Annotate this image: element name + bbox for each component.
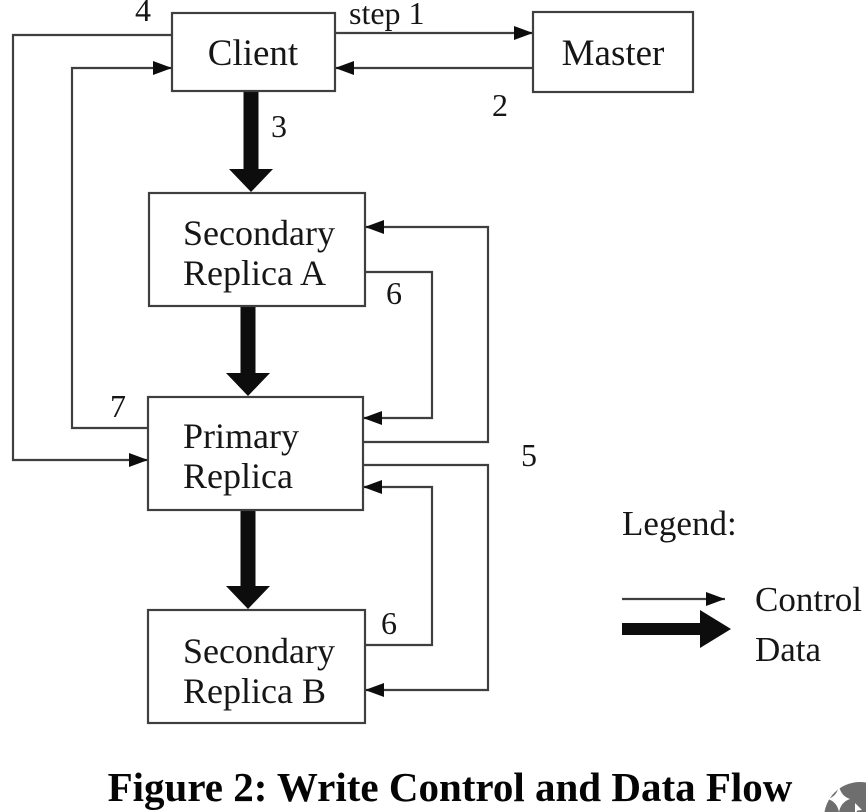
edge-label-step2: 2 — [492, 87, 508, 123]
arrow-step5-primary-to-secondary-b — [363, 463, 490, 697]
cursor-icon — [855, 803, 862, 812]
legend: Legend: Control Data — [622, 504, 862, 669]
edge-label-step1: step 1 — [349, 0, 425, 31]
node-secondary-a-label-line1: Secondary — [183, 213, 335, 253]
legend-title: Legend: — [622, 504, 737, 543]
arrow-step6-secondary-b-to-primary — [363, 480, 434, 647]
arrow-step7-primary-to-client — [70, 61, 172, 430]
node-secondary-b-label-line2: Replica B — [183, 671, 326, 711]
data-arrow-primary-to-secondary-b — [226, 509, 270, 609]
sparkle-icon — [828, 786, 850, 812]
assistant-badge-button[interactable] — [824, 782, 866, 812]
data-arrow-secondary-a-to-primary — [226, 305, 270, 396]
arrow-step5-primary-to-secondary-a — [363, 220, 490, 444]
node-primary-label-line1: Primary — [183, 416, 299, 456]
node-secondary-b-label-line1: Secondary — [183, 631, 335, 671]
edge-label-step5: 5 — [521, 437, 537, 473]
node-client-label: Client — [208, 33, 299, 74]
edge-label-step3: 3 — [271, 108, 287, 144]
edge-label-step6-lower: 6 — [381, 605, 397, 641]
edge-label-step6-upper: 6 — [386, 275, 402, 311]
node-secondary-a-label-line2: Replica A — [183, 253, 326, 293]
data-arrow-client-to-secondary-a — [229, 90, 273, 192]
legend-data-arrow-icon — [622, 610, 731, 648]
node-secondary-replica-b-box — [146, 608, 367, 725]
node-secondary-replica-a-box — [147, 191, 367, 308]
legend-control-label: Control — [755, 580, 862, 619]
node-master-label: Master — [562, 33, 665, 74]
arrow-step6-secondary-a-to-primary — [363, 270, 434, 425]
node-client-box — [170, 11, 337, 93]
node-primary-replica-box — [146, 395, 365, 512]
node-master-box — [531, 10, 695, 94]
edge-label-step7: 7 — [110, 388, 126, 424]
figure-caption: Figure 2: Write Control and Data Flow — [108, 764, 793, 810]
edge-label-step4: 4 — [135, 0, 151, 28]
node-primary-label-line2: Replica — [183, 456, 293, 496]
arrow-step4-client-to-primary — [11, 33, 172, 467]
legend-data-label: Data — [755, 630, 822, 669]
